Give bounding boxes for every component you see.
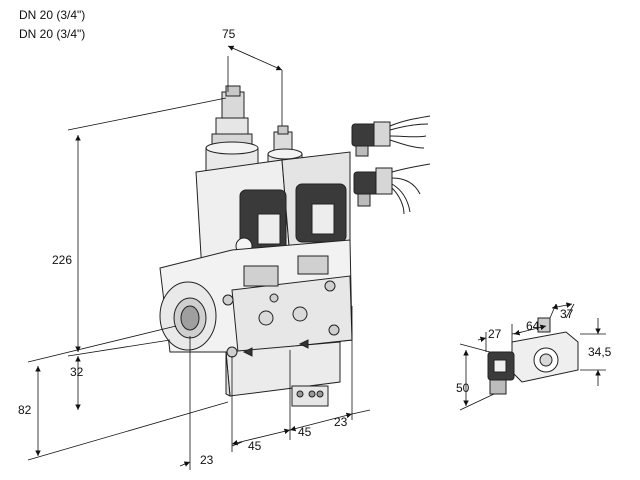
coil-detail-view — [487, 317, 579, 395]
dim-line-75 — [227, 45, 283, 71]
dim-line-27 — [477, 336, 487, 343]
cable-connector-lower — [353, 163, 431, 215]
dim-label-34-5: 34,5 — [588, 345, 612, 359]
dim-label-82: 82 — [18, 403, 32, 417]
valve-assembly — [159, 85, 353, 407]
dim-label-45-a: 45 — [248, 439, 262, 453]
dim-label-27: 27 — [488, 327, 502, 341]
dim-line-45-b — [289, 412, 353, 432]
dim-label-50: 50 — [456, 381, 470, 395]
dim-label-23-left: 23 — [200, 453, 214, 467]
dim-label-64: 64 — [526, 319, 540, 333]
dim-line-64 — [513, 324, 547, 336]
dim-label-45-b: 45 — [298, 425, 312, 439]
dim-line-23-left — [179, 461, 191, 467]
model-label-1: DN 20 (3/4") — [19, 8, 86, 22]
dim-label-32: 32 — [70, 365, 84, 379]
cable-connector-upper — [351, 115, 431, 157]
dim-label-75: 75 — [222, 27, 236, 41]
model-label-2: DN 20 (3/4") — [19, 27, 86, 41]
dim-label-37: 37 — [560, 307, 574, 321]
dim-label-226: 226 — [52, 253, 72, 267]
dim-label-23-right: 23 — [334, 415, 348, 429]
dim-line-45-a — [231, 428, 291, 446]
dim-line-37 — [551, 302, 573, 310]
